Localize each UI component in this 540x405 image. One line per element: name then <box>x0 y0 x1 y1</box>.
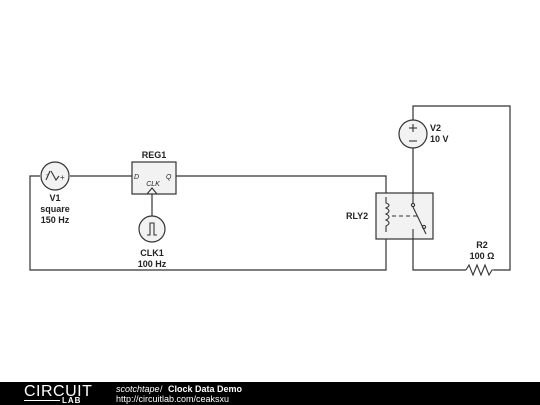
circuitlab-logo-sub: LAB <box>62 396 82 405</box>
logo-underline <box>24 400 60 401</box>
reg1-pin-q-label: Q <box>166 174 172 181</box>
wire-v2-to-r2 <box>412 105 511 271</box>
relay-coil-icon <box>384 197 390 232</box>
wire-v1-to-ground <box>29 175 387 271</box>
clk1-name-label: CLK1 <box>140 248 164 258</box>
clk1-clock-source[interactable] <box>138 215 166 243</box>
v2-voltage-label: 10 V <box>430 134 449 144</box>
rly2-relay[interactable] <box>375 192 434 240</box>
v1-waveform-label: square <box>40 204 70 214</box>
resistor-zigzag-icon <box>465 263 494 277</box>
r2-name-label: R2 <box>476 240 488 250</box>
relay-switch-blade <box>412 206 427 235</box>
reg1-name-label: REG1 <box>142 150 167 160</box>
r2-resistance-label: 100 Ω <box>470 251 495 261</box>
reg1-pin-d-label: D <box>134 174 139 181</box>
v1-name-label: V1 <box>49 193 60 203</box>
footer-separator: / <box>160 384 163 394</box>
v1-frequency-label: 150 Hz <box>41 215 70 225</box>
circuit-url-link[interactable]: http://circuitlab.com/ceaksxu <box>116 394 230 404</box>
svg-text:-: - <box>46 172 49 179</box>
r2-resistor[interactable] <box>465 263 494 277</box>
author-link[interactable]: scotchtape <box>116 384 160 394</box>
wires <box>29 105 511 271</box>
square-wave-icon <box>147 222 157 236</box>
svg-text:+: + <box>60 173 65 182</box>
reg1-register[interactable] <box>131 161 177 195</box>
rly2-name-label: RLY2 <box>346 211 368 221</box>
circuitlab-logo: CIRCUIT <box>24 383 93 400</box>
v2-dc-source[interactable] <box>398 119 428 149</box>
footer-bar: CIRCUIT LAB scotchtape / Clock Data Demo… <box>0 382 540 405</box>
clk1-frequency-label: 100 Hz <box>138 259 167 269</box>
circuit-title: Clock Data Demo <box>168 384 243 394</box>
wire-relay-to-r2 <box>412 232 466 271</box>
wire-reg1-q-to-relay <box>176 175 387 193</box>
v2-name-label: V2 <box>430 123 441 133</box>
v1-square-source[interactable]: - + <box>40 161 70 191</box>
clock-edge-icon <box>146 187 158 195</box>
reg1-pin-clk-label: CLK <box>146 181 160 188</box>
